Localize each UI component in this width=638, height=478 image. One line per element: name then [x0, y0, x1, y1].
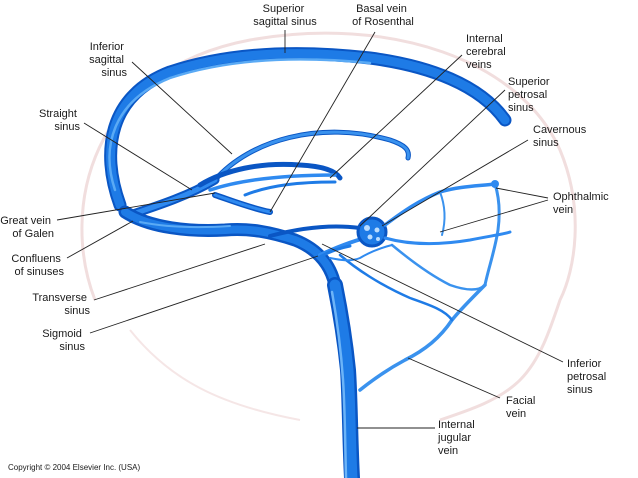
internal-jugular-vein-highlight: [330, 290, 348, 478]
inferior-sagittal-sinus-fill: [213, 130, 410, 182]
internal-cerebral-vein-1: [208, 173, 337, 192]
cavernous-sinus-vessel: [356, 216, 388, 248]
straight-sinus-fill: [127, 177, 218, 218]
label-transverse-sinus: Transverse sinus: [32, 292, 90, 317]
great-vein-of-galen-vessel: [197, 161, 343, 188]
label-ophthalmic-vein: Ophthalmic vein: [553, 191, 612, 216]
leader-internal-cerebral-veins: [329, 54, 463, 179]
ophthalmic-vein-lower-branch: [390, 243, 487, 291]
leader-ophthalmic-vein-2: [439, 199, 549, 233]
label-facial-vein: Facial vein: [506, 395, 538, 420]
leader-great-vein-of-galen: [56, 192, 216, 221]
transverse-sinus-fill: [121, 208, 339, 289]
label-internal-cerebral-veins: Internal cerebral veins: [466, 33, 509, 71]
veins: [104, 47, 512, 478]
internal-jugular-vein-fill: [329, 279, 358, 478]
basal-vein-fill: [213, 193, 272, 214]
labels: Superior sagittal sinus Basal vein of Ro…: [0, 3, 612, 457]
label-superior-petrosal-sinus: Superior petrosal sinus: [508, 76, 553, 114]
label-inferior-sagittal-sinus: Inferior sagittal sinus: [89, 41, 127, 79]
facial-deep-connection: [338, 253, 454, 322]
jaw-outline: [129, 329, 301, 421]
leader-lines: [56, 30, 564, 429]
leader-inferior-petrosal-sinus: [321, 243, 564, 363]
label-great-vein-of-galen: Great vein of Galen: [0, 215, 54, 240]
inferior-petrosal-sinus-branch: [316, 244, 352, 260]
leader-ophthalmic-vein-1: [495, 187, 549, 199]
transverse-sinus-highlight: [139, 221, 231, 229]
label-superior-sagittal-sinus: Superior sagittal sinus: [253, 3, 317, 28]
leader-sigmoid-sinus: [89, 255, 319, 334]
superior-petrosal-sinus-vessel: [268, 224, 362, 238]
ophthalmic-vein-link: [439, 191, 446, 236]
leader-confluens: [66, 220, 134, 259]
label-internal-jugular-vein: Internal jugular vein: [437, 419, 478, 457]
ophthalmic-vein-end: [491, 180, 499, 188]
facial-vein-vessel: [358, 283, 487, 392]
label-sigmoid-sinus: Sigmoid sinus: [42, 328, 85, 353]
ophthalmic-vein-inferior: [383, 230, 512, 245]
superior-sagittal-sinus-highlight: [108, 58, 372, 192]
ophthalmic-vein-superior: [383, 182, 497, 227]
pterygoid-connection: [329, 244, 393, 262]
leader-straight-sinus: [83, 122, 193, 191]
copyright-notice: Copyright © 2004 Elsevier Inc. (USA): [8, 463, 141, 472]
leader-superior-petrosal-sinus: [359, 89, 506, 227]
leader-inferior-sagittal-sinus: [131, 61, 233, 155]
internal-cerebral-vein-2: [243, 180, 337, 197]
label-basal-vein-of-rosenthal: Basal vein of Rosenthal: [352, 3, 414, 28]
leader-cavernous-sinus: [381, 139, 529, 227]
label-inferior-petrosal-sinus: Inferior petrosal sinus: [567, 358, 609, 396]
label-straight-sinus: Straight sinus: [39, 108, 80, 133]
ophthalmic-vein-front: [483, 182, 501, 287]
label-confluens-of-sinuses: Confluens of sinuses: [11, 253, 64, 278]
label-cavernous-sinus: Cavernous sinus: [533, 124, 589, 149]
leader-transverse-sinus: [93, 243, 266, 301]
leader-facial-vein: [407, 357, 501, 399]
leader-basal-vein: [269, 31, 376, 213]
